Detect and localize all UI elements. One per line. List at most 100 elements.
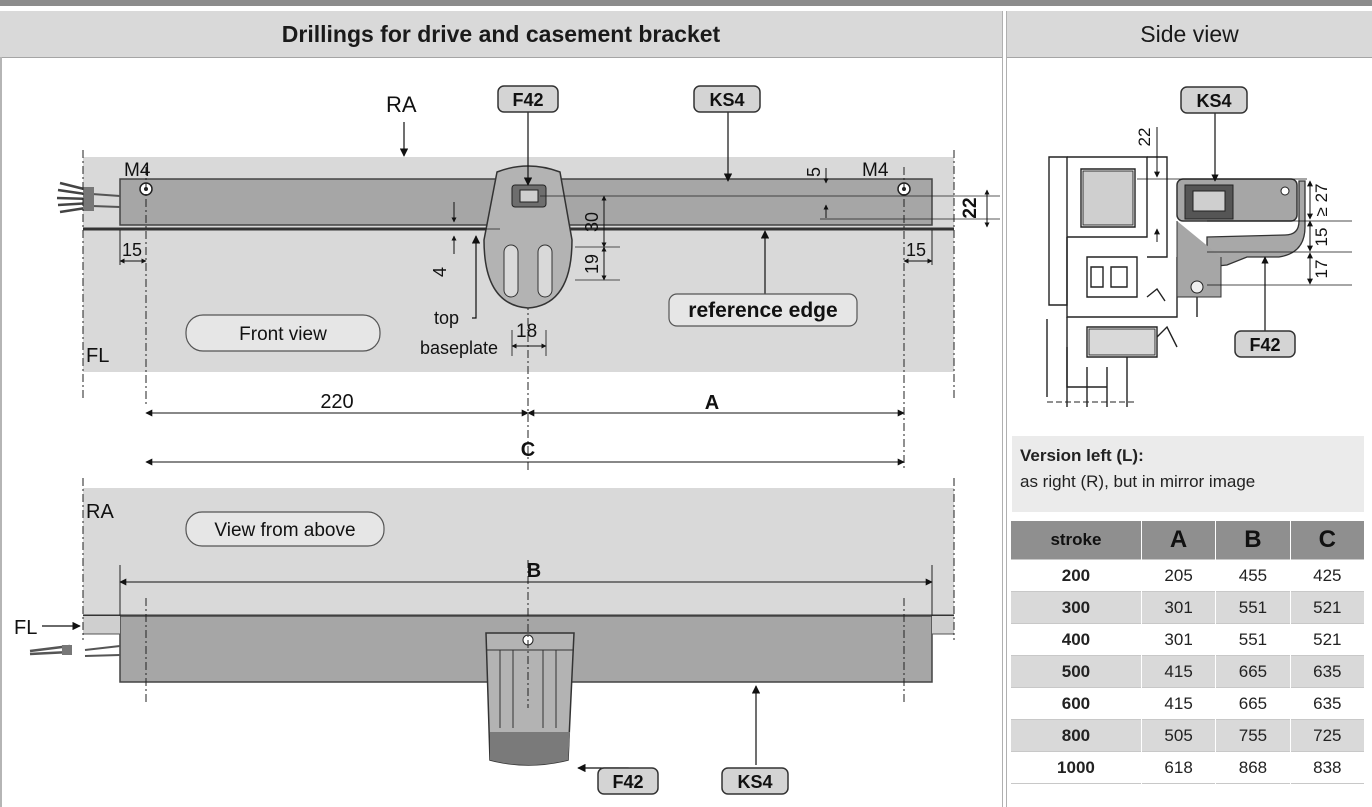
cell-a: 618 (1141, 751, 1217, 784)
cell-a: 415 (1141, 655, 1217, 688)
side-tag-f42-text: F42 (1249, 335, 1280, 355)
label-fl: FL (86, 345, 109, 367)
connector-icon (56, 181, 93, 214)
side-tag-ks4-text: KS4 (1196, 91, 1231, 111)
side-tag-ks4 (1180, 86, 1248, 114)
cell-stroke: 1000 (1011, 751, 1142, 784)
table-row: 300 301 551 521 (1011, 591, 1366, 624)
side-view-drawing: 22 ≥ 27 15 17 KS4 F42 (1046, 86, 1352, 407)
dim-b: B (527, 560, 541, 582)
dim-5: 5 (804, 167, 824, 177)
version-title: Version left (L): (1020, 446, 1144, 465)
cell-c: 425 (1290, 559, 1366, 592)
cell-c: 838 (1290, 751, 1366, 784)
column-divider (1002, 11, 1007, 807)
reference-edge-label: reference edge (688, 299, 837, 322)
cell-b: 551 (1215, 591, 1291, 624)
side-dim-22: 22 (1135, 128, 1154, 147)
table-row: 1000 618 868 838 (1011, 751, 1366, 784)
side-dim-17: 17 (1312, 260, 1331, 279)
tag-f42-front-text: F42 (512, 90, 543, 110)
top-strip (0, 0, 1372, 6)
table-row: 600 415 665 635 (1011, 687, 1366, 720)
dim-4: 4 (430, 267, 450, 277)
cell-a: 301 (1141, 591, 1217, 624)
tag-ks4-front-text: KS4 (709, 90, 744, 110)
top-view-label: View from above (214, 520, 355, 541)
window-profile (1046, 156, 1198, 407)
table-header-row: stroke A B C (1011, 521, 1366, 560)
version-note: Version left (L): as right (R), but in m… (1012, 436, 1364, 512)
dim-a: A (705, 392, 719, 414)
label-baseplate: baseplate (420, 338, 498, 358)
label-m4-right: M4 (862, 160, 889, 181)
table-row: 500 415 665 635 (1011, 655, 1366, 688)
cell-stroke: 300 (1011, 591, 1142, 624)
cell-stroke: 400 (1011, 623, 1142, 656)
cell-b: 551 (1215, 623, 1291, 656)
header-drillings: Drillings for drive and casement bracket (0, 11, 1002, 58)
label-ra: RA (386, 92, 417, 117)
table-row: 400 301 551 521 (1011, 623, 1366, 656)
dim-220: 220 (320, 391, 353, 413)
side-tag-f42 (1234, 330, 1296, 358)
dim-15-right: 15 (906, 240, 926, 260)
front-view-badge (185, 314, 381, 352)
tag-ks4-top-text: KS4 (737, 772, 772, 792)
cell-c: 635 (1290, 687, 1366, 720)
col-b: B (1215, 521, 1291, 560)
dim-c: C (521, 439, 535, 461)
top-view: RA FL View from above B F42 KS4 (14, 478, 955, 795)
dim-15-left: 15 (122, 240, 142, 260)
cell-b: 665 (1215, 687, 1291, 720)
cell-c: 521 (1290, 591, 1366, 624)
dim-18: 18 (516, 321, 537, 342)
dim-30: 30 (582, 212, 602, 232)
cell-stroke: 500 (1011, 655, 1142, 688)
label-top: top (434, 308, 459, 328)
cell-b: 455 (1215, 559, 1291, 592)
cell-b: 755 (1215, 719, 1291, 752)
tag-f42-front (497, 85, 559, 113)
left-border (0, 57, 2, 807)
dim-19: 19 (582, 254, 602, 274)
cell-b: 665 (1215, 655, 1291, 688)
tag-ks4-top (721, 767, 789, 795)
cell-stroke: 200 (1011, 559, 1142, 592)
side-dim-27: ≥ 27 (1312, 184, 1331, 217)
cell-a: 301 (1141, 623, 1217, 656)
cell-b: 868 (1215, 751, 1291, 784)
front-view-label: Front view (239, 324, 327, 345)
side-dim-15: 15 (1312, 228, 1331, 247)
cell-c: 635 (1290, 655, 1366, 688)
col-c: C (1290, 521, 1366, 560)
stroke-table: stroke A B C 200 205 455 425 300 301 551… (1011, 521, 1366, 784)
main-drawing: RA M4 M4 FL 15 15 4 30 19 5 22 18 top ba… (14, 85, 1000, 795)
version-text: as right (R), but in mirror image (1020, 472, 1256, 491)
cell-stroke: 600 (1011, 687, 1142, 720)
cell-c: 521 (1290, 623, 1366, 656)
top-frame (83, 488, 954, 616)
tag-f42-top (597, 767, 659, 795)
table-row: 800 505 755 725 (1011, 719, 1366, 752)
label-m4-left: M4 (124, 160, 151, 181)
front-view: RA M4 M4 FL 15 15 4 30 19 5 22 18 top ba… (56, 85, 1000, 470)
top-view-badge (185, 511, 385, 547)
header-side-view: Side view (1007, 11, 1372, 58)
dim-22: 22 (960, 197, 981, 218)
connector-block (83, 187, 94, 211)
top-label-fl: FL (14, 617, 37, 639)
top-label-ra: RA (86, 501, 114, 523)
cell-a: 505 (1141, 719, 1217, 752)
table-row: 200 205 455 425 (1011, 559, 1366, 592)
tag-ks4-front (693, 85, 761, 113)
cell-a: 415 (1141, 687, 1217, 720)
side-bracket (1206, 180, 1306, 268)
cell-stroke: 800 (1011, 719, 1142, 752)
cell-c: 725 (1290, 719, 1366, 752)
tag-f42-top-text: F42 (612, 772, 643, 792)
col-stroke: stroke (1011, 521, 1142, 560)
reference-edge-badge (668, 293, 858, 327)
cable (91, 193, 121, 208)
